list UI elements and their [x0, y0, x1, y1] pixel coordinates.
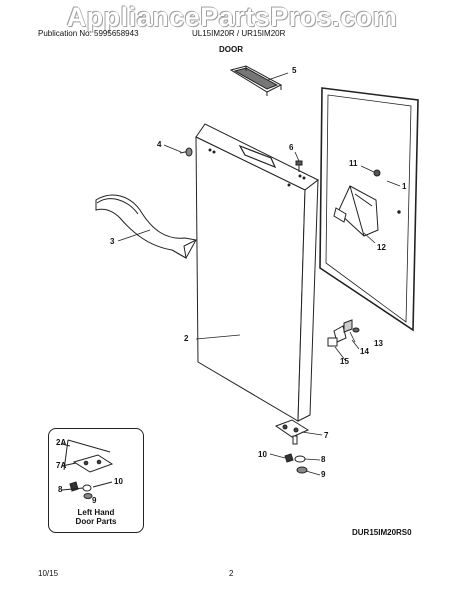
- section-title: DOOR: [219, 45, 243, 54]
- callout-8: 8: [321, 455, 326, 464]
- publication-number: Publication No: 5995658943: [38, 29, 139, 38]
- inset-callout-8: 8: [58, 485, 63, 494]
- callout-4: 4: [157, 140, 162, 149]
- inset-caption-line2: Door Parts: [75, 517, 117, 526]
- callout-15: 15: [340, 357, 349, 366]
- footer-date: 10/15: [38, 569, 59, 578]
- callout-14: 14: [360, 347, 369, 356]
- model-numbers: UL15IM20R / UR15IM20R: [192, 29, 286, 38]
- door-handle: [95, 194, 197, 259]
- leader-lines: [117, 72, 401, 476]
- callout-13: 13: [374, 339, 383, 348]
- watermark: AppliancePartsPros.com: [66, 2, 398, 32]
- door-panel: [195, 123, 319, 422]
- page-number: 2: [229, 569, 234, 578]
- inset-caption-line1: Left Hand: [77, 508, 115, 517]
- inset-callout-7a: 7A: [56, 461, 67, 470]
- callout-1: 1: [402, 182, 407, 191]
- screw-11-part: [373, 169, 381, 177]
- callout-5: 5: [292, 66, 297, 75]
- inset-callout-9: 9: [92, 496, 97, 505]
- door-gasket: [319, 87, 419, 332]
- callout-3: 3: [110, 237, 115, 246]
- left-hand-door-parts-inset: [48, 428, 144, 533]
- left-hand-inset-drawing: [61, 439, 114, 499]
- inset-callout-10: 10: [114, 477, 123, 486]
- drawing-code: DUR15IM20RS0: [352, 528, 412, 537]
- callout-12: 12: [377, 243, 386, 252]
- bottom-hinge-part: [274, 419, 310, 474]
- callout-7: 7: [324, 431, 329, 440]
- callout-11: 11: [349, 159, 358, 168]
- inset-callout-2a: 2A: [56, 438, 67, 447]
- callout-2: 2: [184, 334, 189, 343]
- callout-6: 6: [289, 143, 294, 152]
- callout-9: 9: [321, 470, 326, 479]
- inset-caption: Left Hand Door Parts: [50, 508, 142, 526]
- screw-6-part: [295, 160, 303, 172]
- callout-10: 10: [258, 450, 267, 459]
- bracket-12-part: [333, 185, 401, 237]
- screw-4-part: [179, 147, 193, 157]
- door-cap-part: [229, 65, 283, 96]
- hinge-parts-13-15: [327, 319, 360, 347]
